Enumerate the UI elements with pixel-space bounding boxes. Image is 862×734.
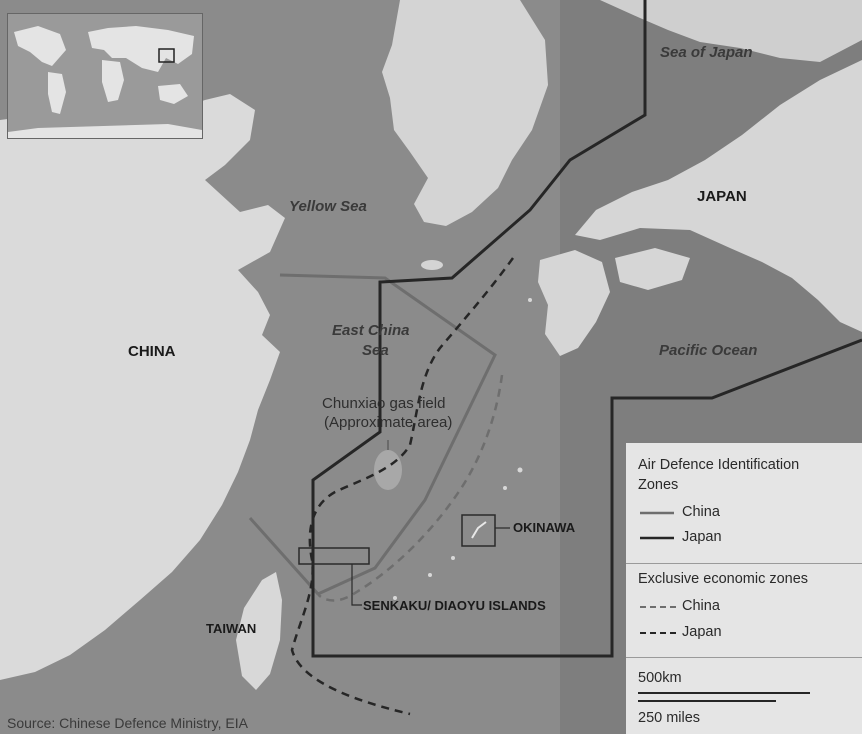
legend-japan-eez-swatch — [640, 632, 678, 634]
inset-location-marker — [158, 48, 175, 63]
senkaku-box — [298, 547, 370, 565]
legend-divider — [626, 657, 862, 658]
ryukyu-island — [428, 573, 432, 577]
okinawa-island — [471, 521, 487, 539]
label-japan: JAPAN — [697, 188, 747, 205]
senkaku-pointer — [351, 564, 362, 606]
gas-field-area — [374, 450, 402, 490]
legend-scale-miles: 250 miles — [638, 710, 701, 726]
japan-shikoku-landmass — [615, 248, 690, 290]
legend-adiz-title-2: Zones — [638, 477, 679, 493]
label-east-china-sea-2: Sea — [362, 342, 389, 359]
legend-eez-title: Exclusive economic zones — [638, 571, 809, 587]
legend-japan-adiz-swatch — [640, 536, 674, 540]
japan-eez-line — [290, 257, 515, 716]
okinawa-box — [461, 514, 496, 547]
label-gas-field-1: Chunxiao gas field — [322, 395, 446, 412]
japan-honshu-landmass — [575, 60, 862, 332]
legend: Air Defence Identification Zones China J… — [626, 443, 862, 734]
russia-landmass — [600, 0, 862, 62]
china-adiz-line-west — [248, 516, 320, 596]
inset-world-map — [7, 13, 203, 139]
label-gas-field-2: (Approximate area) — [324, 414, 453, 431]
legend-eez-china: China — [682, 598, 720, 614]
ryukyu-island — [451, 556, 455, 560]
ryukyu-island — [503, 486, 507, 490]
japan-adiz-line — [311, 0, 862, 658]
ryukyu-island — [517, 467, 523, 473]
label-senkaku: SENKAKU/ DIAOYU ISLANDS — [363, 598, 546, 613]
korea-landmass — [382, 0, 548, 226]
legend-adiz-china: China — [682, 504, 720, 520]
label-pacific-ocean: Pacific Ocean — [659, 342, 758, 359]
legend-scale-km: 500km — [638, 670, 682, 686]
label-yellow-sea: Yellow Sea — [289, 198, 367, 215]
legend-scale-bars — [638, 692, 810, 702]
legend-adiz-title-1: Air Defence Identification — [638, 457, 800, 473]
label-china: CHINA — [128, 343, 176, 360]
legend-china-adiz-swatch — [640, 511, 674, 515]
label-okinawa: OKINAWA — [513, 520, 576, 535]
jeju-island — [421, 260, 443, 270]
china-landmass — [0, 94, 285, 680]
taiwan-landmass — [236, 572, 282, 690]
legend-divider — [626, 563, 862, 564]
legend-eez-japan: Japan — [682, 624, 722, 640]
legend-adiz-japan: Japan — [682, 529, 722, 545]
label-taiwan: TAIWAN — [206, 621, 257, 636]
island — [528, 298, 532, 302]
label-sea-of-japan: Sea of Japan — [660, 44, 753, 61]
china-eez-line — [316, 374, 504, 602]
japan-kyushu-landmass — [538, 250, 610, 356]
legend-china-eez-swatch — [640, 606, 678, 608]
inset-canvas — [8, 14, 202, 138]
label-east-china-sea-1: East China — [332, 322, 410, 339]
china-adiz-line — [279, 273, 497, 596]
source-credit: Source: Chinese Defence Ministry, EIA — [7, 715, 248, 731]
ryukyu-island — [393, 596, 397, 600]
